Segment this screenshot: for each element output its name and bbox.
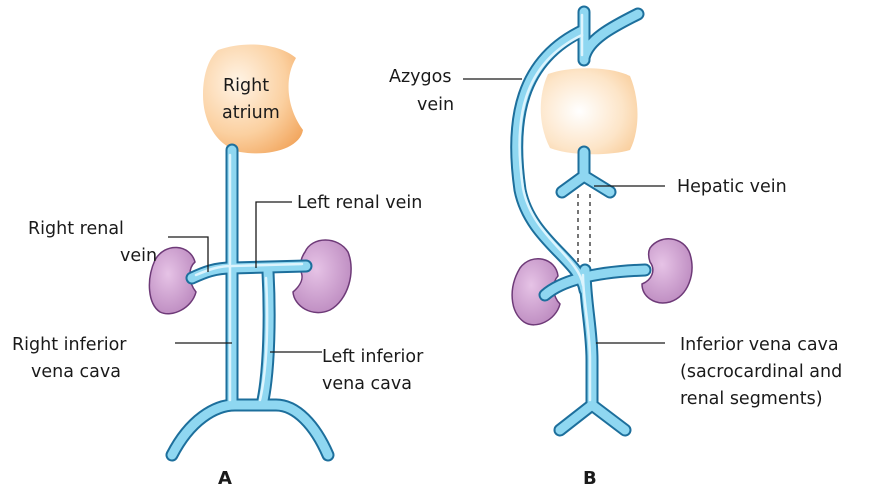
label-left-renal-vein: Left renal vein [297, 193, 422, 213]
label-hepatic-vein: Hepatic vein [677, 177, 787, 197]
panel-a-label: A [218, 468, 232, 489]
label-azygos-line2: vein [417, 95, 454, 115]
panel-a: Right atrium Right renal vein Left renal… [12, 44, 424, 489]
label-left-ivc-line2: vena cava [322, 374, 412, 394]
iliac-veins-a-outline [172, 405, 328, 455]
label-right-renal-vein-line2: vein [120, 246, 157, 266]
left-kidney [293, 240, 351, 313]
panel-b: Azygos vein Hepatic vein Inferior vena c… [389, 12, 842, 489]
panel-b-label: B [583, 468, 597, 489]
label-right-atrium-line1: Right [223, 76, 269, 96]
label-ivc-b-line1: Inferior vena cava [680, 335, 839, 355]
label-left-ivc-line1: Left inferior [322, 347, 424, 367]
label-right-renal-vein-line1: Right renal [28, 219, 124, 239]
leader-left-renal-vein [256, 202, 292, 268]
right-atrium-shape [203, 44, 303, 153]
label-right-atrium-line2: atrium [222, 103, 280, 123]
atrium-b-shape [541, 68, 638, 154]
label-ivc-b-line2: (sacrocardinal and [680, 362, 842, 382]
label-ivc-b-line3: renal segments) [680, 389, 823, 409]
label-right-ivc-line2: vena cava [31, 362, 121, 382]
label-right-ivc-line1: Right inferior [12, 335, 127, 355]
label-azygos-line1: Azygos [389, 67, 451, 87]
hepatic-segment-dashed [578, 194, 590, 262]
